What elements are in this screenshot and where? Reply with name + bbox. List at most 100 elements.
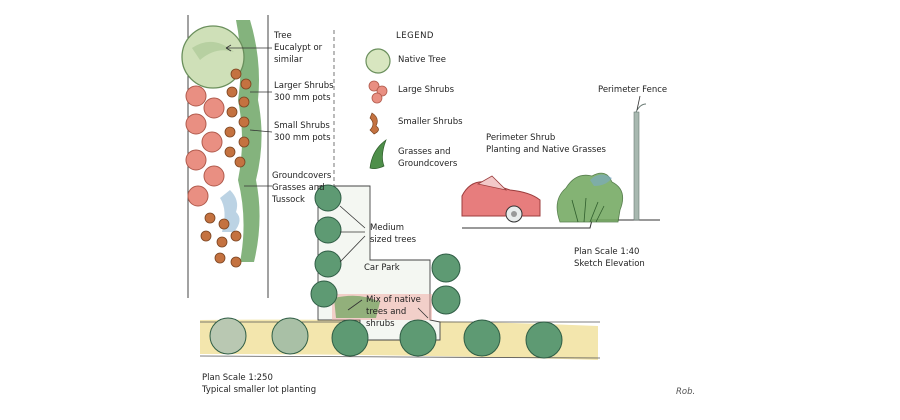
label-line: trees and (366, 307, 407, 317)
arrowhead (225, 44, 232, 52)
left-leader-lines (225, 44, 273, 187)
small-shrub (216, 236, 228, 248)
large-shrub (187, 185, 209, 207)
label-line: Mix of native (366, 295, 421, 305)
medium-tree-column (310, 184, 461, 315)
small-shrub (218, 218, 230, 230)
label-line: 300 mm pots (274, 133, 331, 143)
grass-blade (589, 201, 599, 223)
car-hub (511, 211, 517, 217)
medium-tree (314, 216, 342, 244)
label-perimeter-fence: Perimeter Fence (598, 85, 668, 95)
label-line: Tree (274, 31, 292, 41)
mix-planting-green (334, 295, 380, 318)
signature: Rob. (676, 387, 696, 397)
native-tree-icon (365, 48, 391, 74)
label-line: Eucalypt or (274, 43, 323, 53)
small-shrub (214, 252, 226, 264)
label-tree: Tree Eucalypt or similar (274, 30, 322, 66)
label-line: shrubs (366, 319, 395, 329)
street-tree (399, 319, 437, 357)
legend-native-tree: Native Tree (398, 55, 446, 65)
label-line: Sketch Elevation (574, 259, 645, 269)
small-shrub (230, 230, 242, 242)
label-line: Medium (370, 223, 404, 233)
shrub-blue-wash (590, 174, 612, 186)
label-medium-trees: Medium sized trees (370, 222, 416, 246)
large-shrub (201, 131, 223, 153)
native-grasses (571, 197, 605, 223)
small-shrub (200, 230, 212, 242)
label-line: similar (274, 55, 303, 65)
fence-top (635, 103, 647, 113)
legend-symbols (365, 48, 391, 170)
small-shrub (238, 136, 250, 148)
label-line: Grasses and (272, 183, 325, 193)
label-line: sized trees (370, 235, 417, 245)
grass-blade (571, 199, 579, 223)
label-line: Tussock (272, 195, 305, 205)
large-shrub (185, 149, 207, 171)
small-shrub (226, 106, 238, 118)
medium-tree (431, 285, 461, 315)
label-mix: Mix of native trees and shrubs (366, 294, 421, 330)
label-line: 300 mm pots (274, 93, 331, 103)
car-sketch (461, 181, 541, 217)
label-line: Typical smaller lot planting (202, 385, 317, 395)
small-shrub (224, 126, 236, 138)
medium-tree (310, 280, 338, 308)
elevation-sketch (461, 95, 660, 229)
legend-smaller-shrubs: Smaller Shrubs (398, 117, 463, 127)
leader-mix-2 (417, 307, 429, 319)
label-line: Grasses and (398, 147, 451, 157)
grass-blade (583, 197, 587, 223)
legend-grasses: Grasses and Groundcovers (398, 146, 457, 170)
medium-tree (314, 250, 342, 278)
footpath-edge-bottom (199, 355, 601, 359)
label-plan-scale: Plan Scale 1:250 Typical smaller lot pla… (202, 372, 316, 396)
label-perimeter-shrub: Perimeter Shrub Planting and Native Gras… (486, 132, 606, 156)
large-shrub (185, 85, 207, 107)
left-planting-strip (181, 15, 273, 298)
street-tree (271, 317, 309, 355)
label-line: Perimeter Shrub (486, 133, 556, 143)
grass-blade (595, 205, 605, 223)
legend-large-shrubs: Large Shrubs (398, 85, 455, 95)
eucalypt-tree (181, 25, 245, 89)
perimeter-fence-post (633, 111, 640, 221)
leader-mix-1 (347, 299, 363, 311)
medium-tree (431, 253, 461, 283)
tree-shading (192, 41, 234, 60)
legend-title: LEGEND (396, 31, 434, 41)
label-groundcovers: Groundcovers Grasses and Tussock (272, 170, 331, 206)
small-shrub (224, 146, 236, 158)
label-small-shrubs: Small Shrubs 300 mm pots (274, 120, 331, 144)
large-shrub-icon-3 (371, 92, 383, 104)
large-shrub-icon (368, 80, 380, 92)
street-tree (463, 319, 501, 357)
medium-tree (314, 184, 342, 212)
label-car-park: Car Park (364, 263, 400, 273)
label-line: Groundcovers (272, 171, 332, 181)
street-tree (525, 321, 563, 359)
large-shrub-group (185, 85, 225, 207)
small-shrub (230, 68, 242, 80)
label-line: Larger Shrubs (274, 81, 334, 91)
small-shrub (238, 96, 250, 108)
leader-small-shrubs (249, 129, 273, 133)
leader-medium-3 (339, 235, 366, 263)
street-tree (331, 319, 369, 357)
street-tree-row (209, 317, 563, 359)
label-line: Small Shrubs (274, 121, 330, 131)
elevation-ground-line (462, 219, 660, 229)
label-line: Groundcovers (398, 159, 458, 169)
grasses-icon (369, 139, 387, 170)
large-shrub (185, 113, 207, 135)
medium-tree-leaders (339, 205, 429, 319)
label-line: Plan Scale 1:40 (574, 247, 640, 257)
small-shrub (230, 256, 242, 268)
car-park-plan (199, 184, 601, 360)
large-shrub (203, 165, 225, 187)
